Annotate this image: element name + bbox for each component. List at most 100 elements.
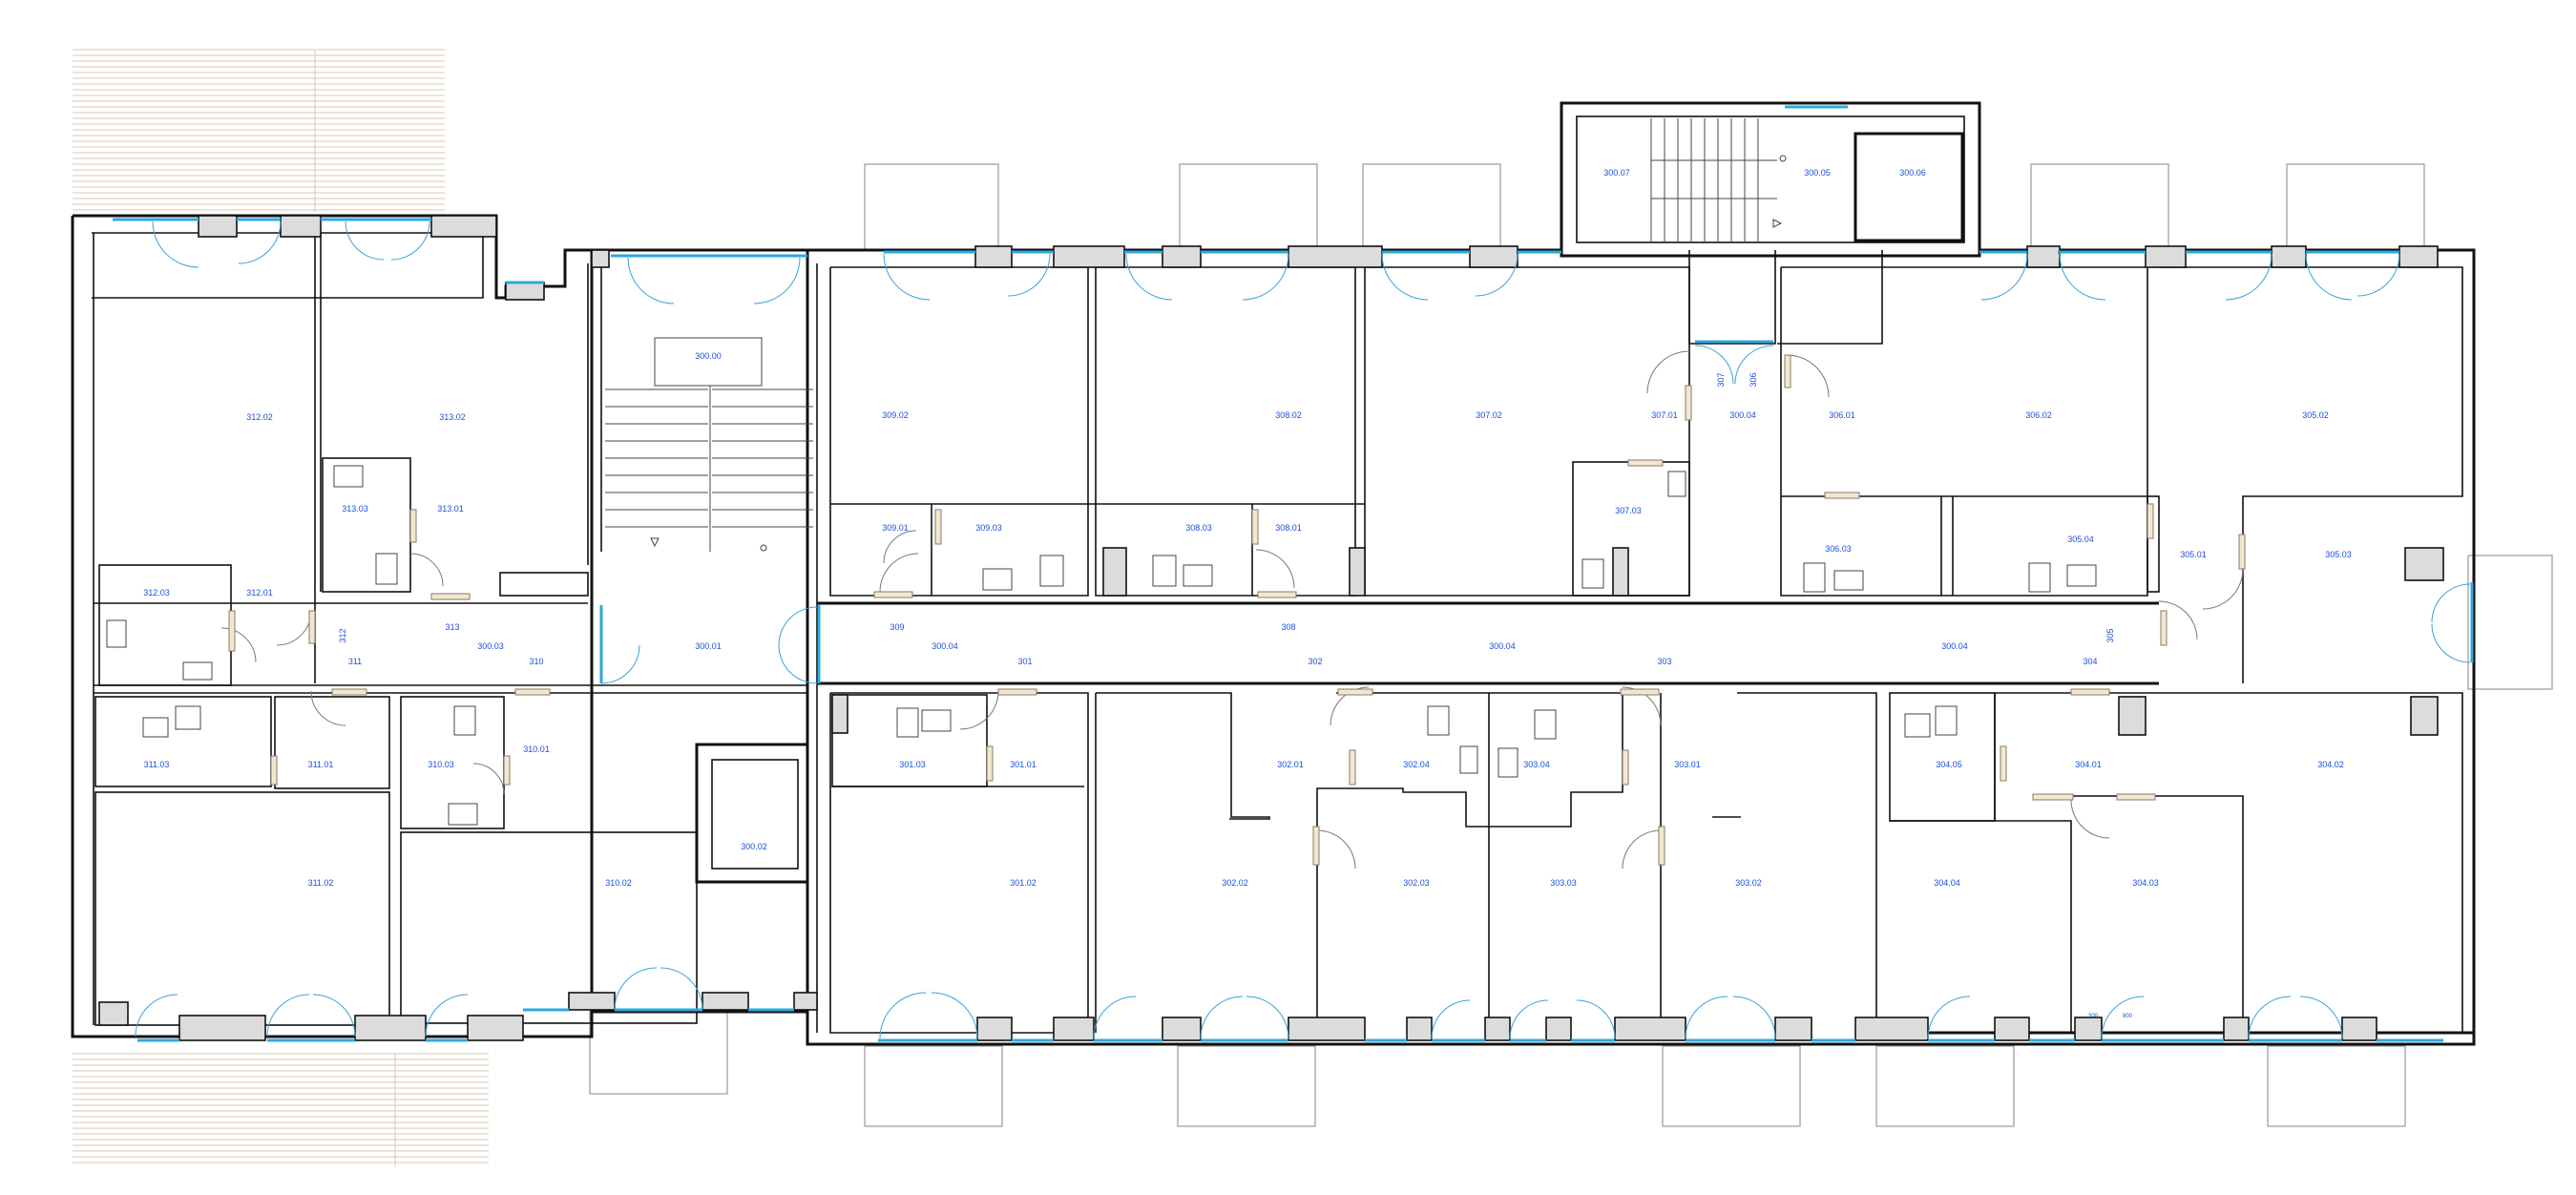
room-label: 300.04 bbox=[1941, 641, 1968, 651]
room-label: 313 bbox=[445, 622, 459, 632]
room-label: 305.01 bbox=[2180, 550, 2207, 559]
column bbox=[505, 282, 545, 301]
tower-stair bbox=[1650, 118, 1787, 242]
column bbox=[568, 992, 616, 1011]
room-label: 310 bbox=[529, 657, 543, 666]
room-label: 309.02 bbox=[882, 410, 909, 420]
column bbox=[591, 249, 610, 268]
room-label: 302.01 bbox=[1277, 760, 1304, 769]
stair-marker bbox=[1779, 155, 1787, 162]
column bbox=[2271, 245, 2307, 268]
room-label: 306.03 bbox=[1825, 544, 1852, 554]
column bbox=[98, 1001, 129, 1026]
room-label: 311.01 bbox=[308, 760, 334, 769]
room-label: 304 bbox=[2083, 657, 2097, 666]
room-label: 309 bbox=[890, 622, 904, 632]
column bbox=[1484, 1017, 1511, 1041]
room-label: 301.01 bbox=[1010, 760, 1037, 769]
column bbox=[1545, 1017, 1572, 1041]
door-swings bbox=[135, 220, 2471, 1039]
fixtures bbox=[106, 465, 2097, 826]
columns bbox=[98, 215, 2444, 1041]
main-stair bbox=[605, 337, 813, 552]
terrace-hatch-top bbox=[73, 49, 445, 212]
room-label: 311.03 bbox=[144, 760, 170, 769]
room-label: 301.02 bbox=[1010, 878, 1037, 888]
column bbox=[2410, 696, 2439, 736]
room-label: 310.01 bbox=[523, 744, 550, 754]
room-label: 309.03 bbox=[975, 523, 1002, 533]
room-label: 303.03 bbox=[1550, 878, 1577, 888]
column bbox=[1162, 245, 1202, 268]
column bbox=[2074, 1017, 2103, 1041]
column bbox=[2398, 245, 2439, 268]
room-label: 300.00 bbox=[695, 351, 722, 361]
room-label: 312 bbox=[338, 628, 347, 642]
exterior-walls bbox=[71, 101, 2476, 1046]
column bbox=[974, 245, 1013, 268]
room-label: 304.04 bbox=[1934, 878, 1960, 888]
room-label: 308.02 bbox=[1275, 410, 1302, 420]
column bbox=[178, 1015, 266, 1041]
column bbox=[1994, 1017, 2030, 1041]
column bbox=[702, 992, 749, 1011]
stair-marker bbox=[760, 544, 767, 552]
column bbox=[430, 215, 497, 238]
column bbox=[2145, 245, 2187, 268]
column bbox=[1614, 1017, 1686, 1041]
room-label: 312.03 bbox=[143, 588, 170, 598]
room-label: 313.02 bbox=[439, 412, 466, 422]
column bbox=[831, 694, 848, 734]
column bbox=[1288, 245, 1383, 268]
room-label: 302 bbox=[1308, 657, 1322, 666]
room-label: 300.02 bbox=[741, 842, 767, 851]
room-label: 300.04 bbox=[932, 641, 958, 651]
room-label: 304.05 bbox=[1936, 760, 1962, 769]
room-label: 304.03 bbox=[2132, 878, 2159, 888]
balconies bbox=[589, 163, 2553, 1127]
room-label: 307.03 bbox=[1615, 506, 1642, 515]
room-label: 310.03 bbox=[428, 760, 454, 769]
column bbox=[1774, 1017, 1812, 1041]
column bbox=[198, 215, 238, 238]
room-label: 305.03 bbox=[2325, 550, 2352, 559]
room-label: 300.04 bbox=[1489, 641, 1516, 651]
room-label: 312.02 bbox=[246, 412, 273, 422]
door-leaves bbox=[228, 354, 2246, 866]
room-label: 303.01 bbox=[1674, 760, 1701, 769]
room-label: 302.03 bbox=[1403, 878, 1430, 888]
room-label: 308.01 bbox=[1275, 523, 1302, 533]
room-label: 308.03 bbox=[1185, 523, 1212, 533]
column bbox=[1469, 245, 1518, 268]
room-label: 313.01 bbox=[437, 504, 464, 514]
terrace-hatch-bottom bbox=[73, 1053, 489, 1166]
stair-arrow bbox=[1772, 219, 1783, 228]
room-label: 309.01 bbox=[882, 523, 909, 533]
windows bbox=[113, 105, 2474, 1042]
room-label: 302.02 bbox=[1222, 878, 1248, 888]
column bbox=[2341, 1017, 2377, 1041]
room-label: 300.06 bbox=[1899, 168, 1926, 178]
room-label: 302.04 bbox=[1403, 760, 1430, 769]
room-label: 310.02 bbox=[605, 878, 632, 888]
column bbox=[1053, 245, 1125, 268]
room-label: 311.02 bbox=[308, 878, 334, 888]
room-label: 300.04 bbox=[1729, 410, 1756, 420]
room-label: 308 bbox=[1281, 622, 1295, 632]
room-label: 307 bbox=[1716, 372, 1726, 387]
room-label: 313.03 bbox=[342, 504, 368, 514]
room-label: 306.02 bbox=[2025, 410, 2052, 420]
room-label: 307.01 bbox=[1651, 410, 1678, 420]
column bbox=[1102, 547, 1127, 597]
column bbox=[1053, 1017, 1095, 1041]
room-label: 300.05 bbox=[1804, 168, 1831, 178]
stair-arrow bbox=[650, 537, 660, 548]
column bbox=[1854, 1017, 1929, 1041]
annotation-small-b: 800 bbox=[2123, 1014, 2133, 1019]
column bbox=[1406, 1017, 1433, 1041]
column bbox=[2404, 547, 2444, 581]
room-label: 305.02 bbox=[2302, 410, 2329, 420]
room-label: 301.03 bbox=[899, 760, 926, 769]
